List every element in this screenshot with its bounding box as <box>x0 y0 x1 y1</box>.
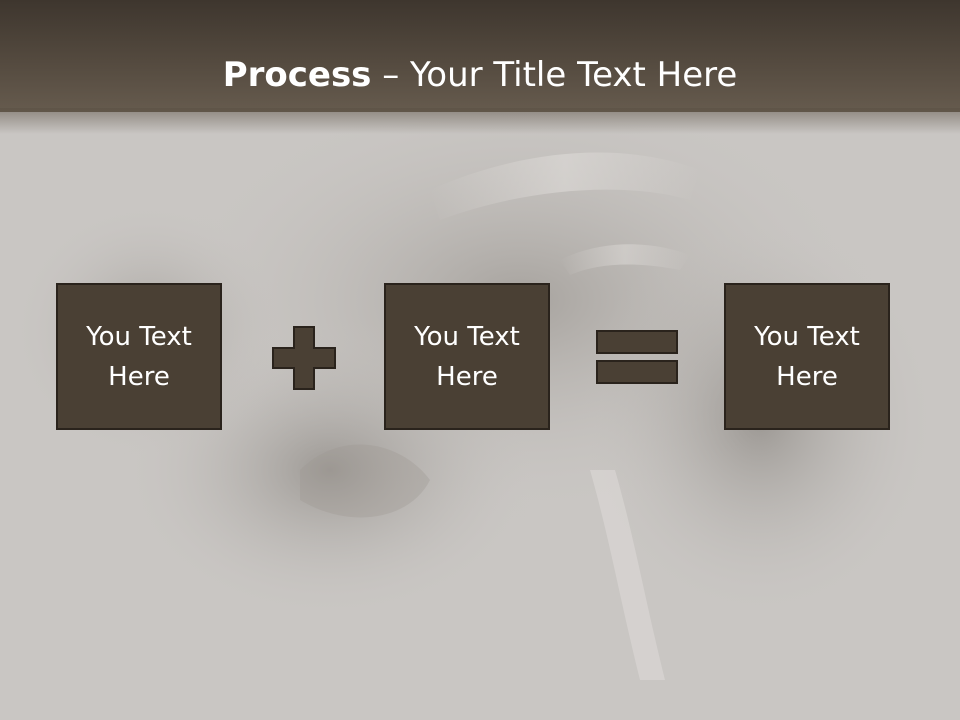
process-box-2[interactable]: You Text Here <box>384 283 550 430</box>
title-bar <box>0 0 960 112</box>
process-box-2-text: You Text Here <box>414 321 520 392</box>
plus-icon <box>272 326 336 390</box>
process-box-1-text: You Text Here <box>86 321 192 392</box>
title-bar-shadow <box>0 108 960 134</box>
process-box-3-text: You Text Here <box>754 321 860 392</box>
equals-icon <box>596 330 678 384</box>
title-bold-text: Process <box>222 55 372 95</box>
slide-title: Process – Your Title Text Here <box>0 52 960 98</box>
process-box-3[interactable]: You Text Here <box>724 283 890 430</box>
title-text: – Your Title Text Here <box>371 55 738 95</box>
process-box-1[interactable]: You Text Here <box>56 283 222 430</box>
